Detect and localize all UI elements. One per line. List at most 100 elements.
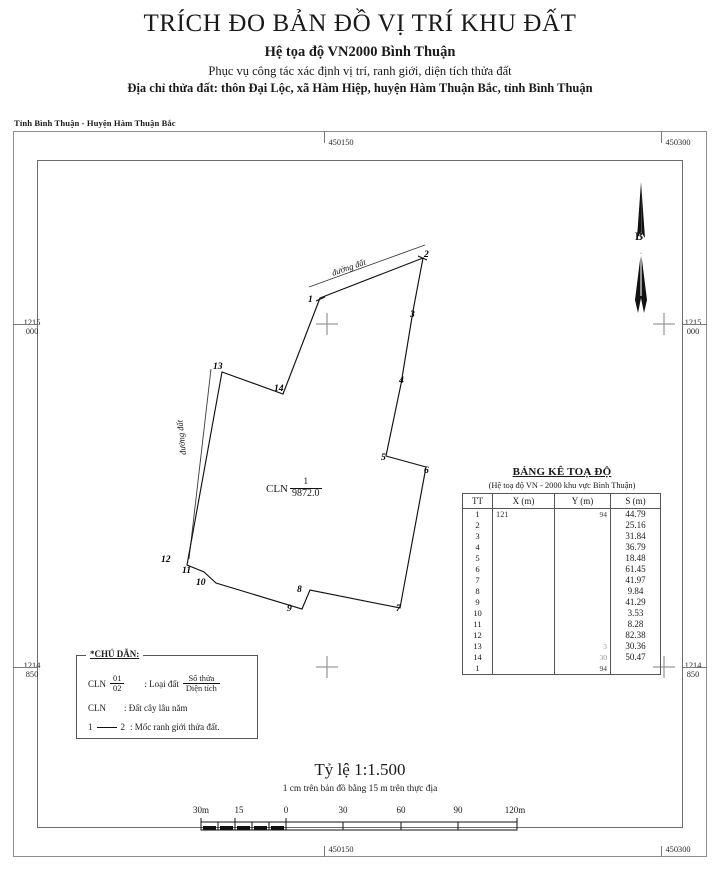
cell-x (492, 564, 555, 575)
cell-y (554, 531, 611, 542)
survey-grid-crosses (316, 313, 675, 678)
cell-tt: 2 (462, 520, 493, 531)
cell-x (492, 619, 555, 630)
column-header-y: Y (m) (554, 493, 611, 509)
cell-x (492, 630, 555, 641)
cell-y (554, 597, 611, 608)
vertex-label-7: 7 (396, 603, 401, 614)
legend-marker-description: : Mốc ranh giới thửa đất. (130, 722, 220, 732)
grid-tick-top-right (661, 131, 662, 143)
cell-y (554, 542, 611, 553)
cell-s: 50.47 (610, 652, 661, 663)
cell-x (492, 542, 555, 553)
cell-y: 94 (554, 663, 611, 675)
map-outer-neatline (13, 131, 707, 857)
legend-cln-description: : Đất cây lâu năm (124, 703, 188, 713)
cell-y (554, 619, 611, 630)
legend-row-cln-meaning: CLN : Đất cây lâu năm (88, 703, 187, 713)
legend-label-so-thua: Số thửa (188, 674, 215, 683)
map-inner-neatline (37, 160, 683, 828)
scale-label-4: 60 (396, 805, 406, 815)
legend-marker-line (96, 726, 117, 728)
vertex-label-4: 4 (399, 375, 404, 386)
scale-label-6: 120m (504, 805, 526, 815)
parcel-center-label: CLN 1 9872.0 (266, 477, 322, 499)
cell-s: 3.53 (610, 608, 661, 619)
scale-label-5: 90 (453, 805, 463, 815)
cell-tt: 8 (462, 586, 493, 597)
legend-row-landtype: CLN 01 02 : Loại đất Số thửa Diện tích (88, 674, 224, 693)
vertex-label-13: 13 (213, 361, 223, 372)
vertex-label-9: 9 (287, 603, 292, 614)
document-header: TRÍCH ĐO BẢN ĐỒ VỊ TRÍ KHU ĐẤT Hệ tọa độ… (0, 0, 720, 96)
parcel-address-text: Địa chỉ thửa đất: thôn Đại Lộc, xã Hàm H… (127, 81, 593, 95)
coordinate-system-subtitle: Hệ tọa độ VN2000 Bình Thuận (264, 44, 456, 60)
cell-x (492, 575, 555, 586)
grid-label-top-left-x: 450150 (328, 138, 354, 147)
cell-y (554, 630, 611, 641)
cell-y (554, 575, 611, 586)
cell-y: 3 (554, 641, 611, 652)
page-title: TRÍCH ĐO BẢN ĐỒ VỊ TRÍ KHU ĐẤT (143, 10, 577, 37)
cell-tt: 3 (462, 531, 493, 542)
cell-tt: 5 (462, 553, 493, 564)
legend-box (76, 655, 258, 739)
column-header-tt: TT (462, 493, 493, 509)
vertex-label-8: 8 (297, 584, 302, 595)
cell-tt: 10 (462, 608, 493, 619)
cell-y (554, 520, 611, 531)
dirt-road-left (188, 368, 212, 560)
scale-note: 1 cm trên bản đồ bằng 15 m trên thực địa (282, 784, 438, 794)
cell-y (554, 608, 611, 619)
cell-y (554, 564, 611, 575)
cell-tt: 12 (462, 630, 493, 641)
cell-s: 36.79 (610, 542, 661, 553)
grid-label-left-lower-y: 1214 850 (23, 661, 41, 680)
region-caption: Tỉnh Bình Thuận - Huyện Hàm Thuận Bắc (14, 118, 176, 128)
grid-tick-right-lower (683, 667, 707, 668)
grid-tick-top-left (324, 131, 325, 143)
cell-x: 121 (492, 508, 555, 520)
grid-label-bottom-left-x: 450150 (328, 845, 354, 854)
cell-tt: 9 (462, 597, 493, 608)
north-arrow-icon (635, 182, 647, 313)
scale-label-0: 30m (192, 805, 210, 815)
table-row: 12 82.38 (462, 630, 661, 641)
legend-row-boundary-marker: 1 2 : Mốc ranh giới thửa đất. (88, 722, 220, 732)
cell-tt: 6 (462, 564, 493, 575)
grid-label-right-upper-y: 1215 000 (684, 318, 702, 337)
legend-code-cln-2: CLN (88, 703, 106, 713)
parcel-number: 1 (303, 477, 309, 487)
cell-s: 82.38 (610, 630, 661, 641)
column-header-s: S (m) (610, 493, 661, 509)
vertex-label-2: 2 (424, 249, 429, 260)
cell-s: 31.84 (610, 531, 661, 542)
cell-x (492, 531, 555, 542)
vertex-label-5: 5 (381, 452, 386, 463)
grid-label-top-right-x: 450300 (665, 138, 691, 147)
document-purpose-text: Phục vụ công tác xác định vị trí, ranh g… (208, 64, 512, 78)
scale-bar-graphic (200, 818, 518, 831)
vertex-label-3: 3 (410, 309, 415, 320)
cell-x (492, 520, 555, 531)
grid-tick-bottom-left (324, 846, 325, 857)
vertex-label-14: 14 (274, 383, 284, 394)
vertex-label-11: 11 (182, 565, 192, 576)
cell-y: 94 (554, 508, 611, 520)
legend-parcel-number-example: 01 (113, 674, 122, 683)
cell-tt: 1 (462, 508, 493, 520)
scale-label-1: 15 (234, 805, 244, 815)
vertex-label-1: 1 (308, 294, 313, 305)
cell-tt: 11 (462, 619, 493, 630)
